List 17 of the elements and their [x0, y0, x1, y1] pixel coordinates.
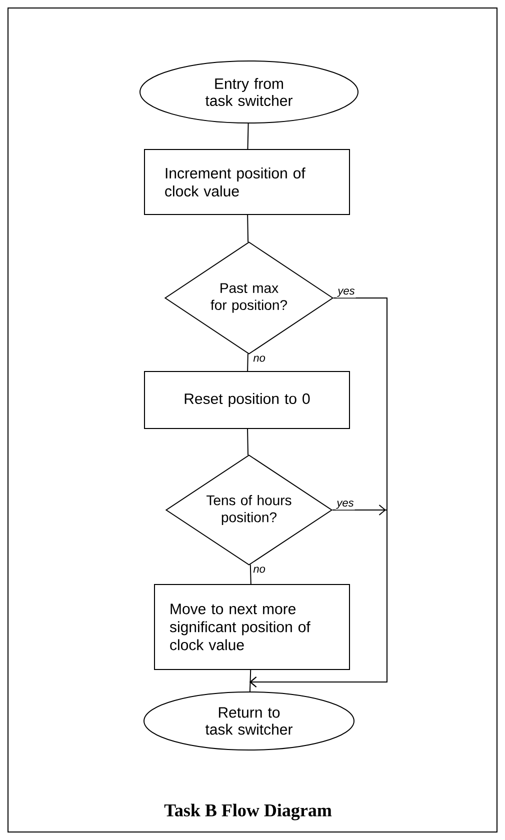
connector [250, 564, 252, 584]
process-box: Move to next more significant position of clock value [154, 584, 350, 670]
edge-label: no [252, 566, 266, 574]
edge-label: yes [336, 288, 356, 298]
connector [250, 504, 388, 688]
edge-label: no [252, 354, 266, 363]
start-oval: Entry from task switcher [140, 60, 358, 124]
end-oval: Return to task switcher [144, 692, 354, 750]
connector [247, 353, 248, 372]
edge-label: yes [336, 500, 355, 510]
process-box: Reset position to 0 [144, 371, 350, 429]
diagram-title: Task B Flow Diagram [164, 804, 332, 820]
process-box: Increment position of clock value [144, 149, 350, 215]
connector [247, 123, 249, 150]
connector [249, 670, 252, 692]
connector [247, 428, 248, 456]
connector [247, 214, 249, 243]
